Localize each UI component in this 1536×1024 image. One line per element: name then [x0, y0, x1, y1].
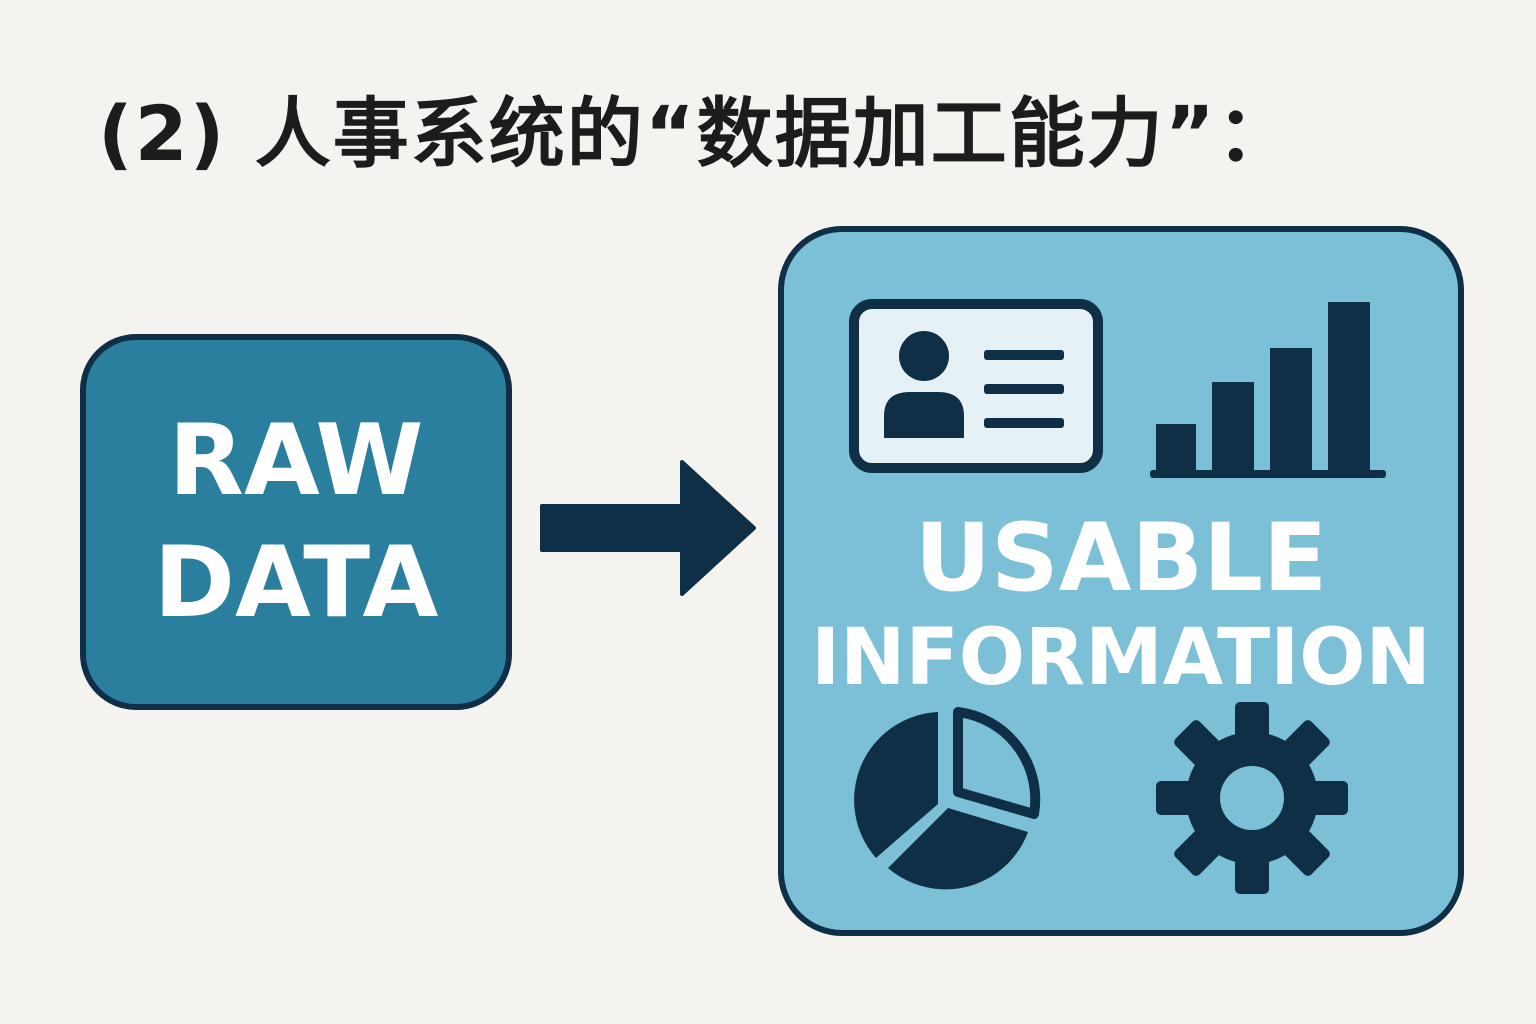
id-card-icon: [849, 299, 1103, 473]
bar-chart-icon: [1150, 302, 1386, 478]
raw-data-label-line1: RAW: [168, 404, 424, 518]
arrow-right-icon: [540, 460, 756, 596]
page-title: (2) 人事系统的“数据加工能力”：: [98, 89, 1295, 178]
usable-information-label-line2: INFORMATION: [811, 613, 1431, 703]
raw-data-label-line2: DATA: [153, 526, 439, 640]
raw-data-box: RAW DATA: [80, 334, 512, 710]
usable-information-label-line1: USABLE: [914, 504, 1328, 613]
pie-chart-icon: [854, 707, 1041, 890]
usable-information-box: USABLE INFORMATION: [778, 226, 1464, 936]
gear-icon: [1156, 702, 1348, 894]
